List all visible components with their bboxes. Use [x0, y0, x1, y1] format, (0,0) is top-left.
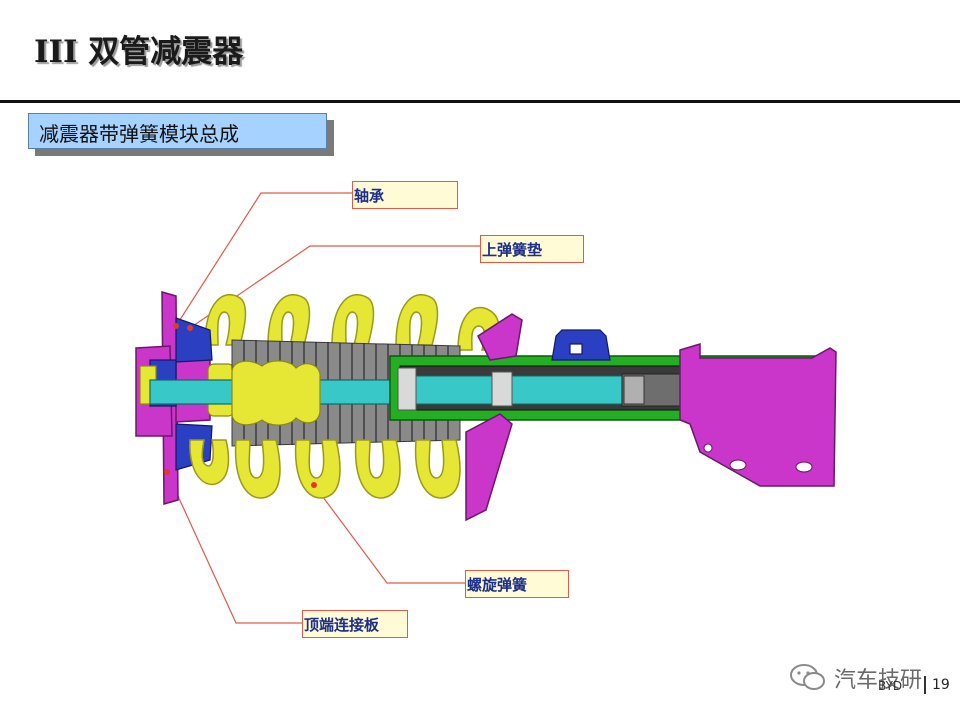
lower-spring-seat: [465, 313, 523, 522]
pointer-dot-upper-spring-seat: [187, 325, 193, 331]
page-number: 19: [932, 677, 950, 693]
leader-line-bearing: [175, 192, 352, 327]
leader-line-top-mount-plate: [166, 471, 302, 624]
slide-title: III 双管减震器: [34, 34, 244, 70]
callout-top-mount-plate: 顶端连接板: [302, 610, 408, 638]
title-divider: [0, 100, 960, 103]
knuckle-bracket-holes: [703, 443, 813, 473]
leader-line-coil-spring: [313, 484, 465, 584]
section-header-label: 减震器带弹簧模块总成: [39, 122, 239, 146]
callout-coil-spring: 螺旋弹簧: [465, 570, 569, 598]
sway-bar-bracket: [551, 329, 611, 361]
pointer-dot-coil-spring: [311, 482, 317, 488]
footer-brand-logo: BYD: [878, 679, 903, 693]
callout-upper-spring-seat: 上弹簧垫: [480, 235, 584, 263]
strut-piston: [407, 375, 623, 405]
pointer-dots: [164, 323, 317, 488]
callout-bearing: 轴承: [352, 181, 458, 209]
bump-stop: [231, 360, 321, 426]
knuckle-bracket: [679, 342, 837, 487]
strut-cylinder-light: [397, 367, 513, 411]
footer-watermark: 汽车技研: [834, 668, 923, 693]
pointer-dot-top-mount-plate: [164, 469, 170, 475]
footer-separator: [924, 676, 926, 694]
pointer-dot-bearing: [173, 323, 179, 329]
coil-spring-lower: [189, 439, 461, 499]
section-header: 减震器带弹簧模块总成: [28, 113, 327, 149]
wechat-icon: [790, 664, 825, 690]
